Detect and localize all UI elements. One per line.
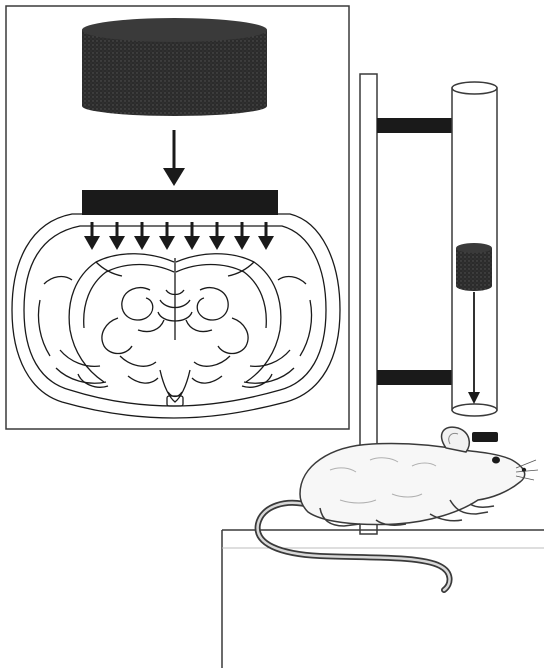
eye-icon [492, 457, 500, 464]
impactor-plate [82, 190, 278, 215]
cylinder-weight-icon [82, 18, 267, 116]
upper-clamp [377, 118, 452, 133]
falling-weight-icon [456, 243, 492, 291]
head-cap [472, 432, 498, 442]
mouse-icon [258, 427, 538, 590]
inset-panel [6, 6, 349, 429]
platform [222, 530, 544, 668]
lower-clamp [377, 370, 452, 385]
